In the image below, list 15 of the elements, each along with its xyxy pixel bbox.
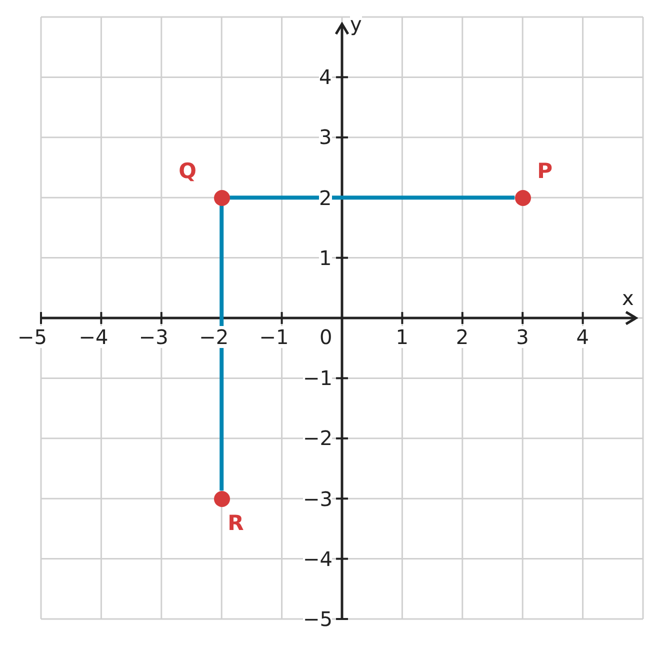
point-label: P	[537, 160, 552, 182]
line-segment	[230, 196, 515, 200]
tick-label: 3	[516, 326, 529, 348]
axis-label: y	[350, 13, 362, 35]
line-segment	[220, 206, 224, 491]
tick-label: 4	[576, 326, 590, 348]
tick-label: −5	[18, 326, 47, 348]
point-label: Q	[178, 160, 196, 182]
tick-label: −2	[199, 326, 229, 348]
tick-label: −3	[138, 326, 168, 348]
tick-label: −4	[78, 326, 108, 348]
tick-label: −1	[259, 326, 289, 348]
point-label: R	[228, 512, 244, 534]
tick-label: 2	[456, 326, 469, 348]
tick-label: 1	[396, 326, 408, 348]
